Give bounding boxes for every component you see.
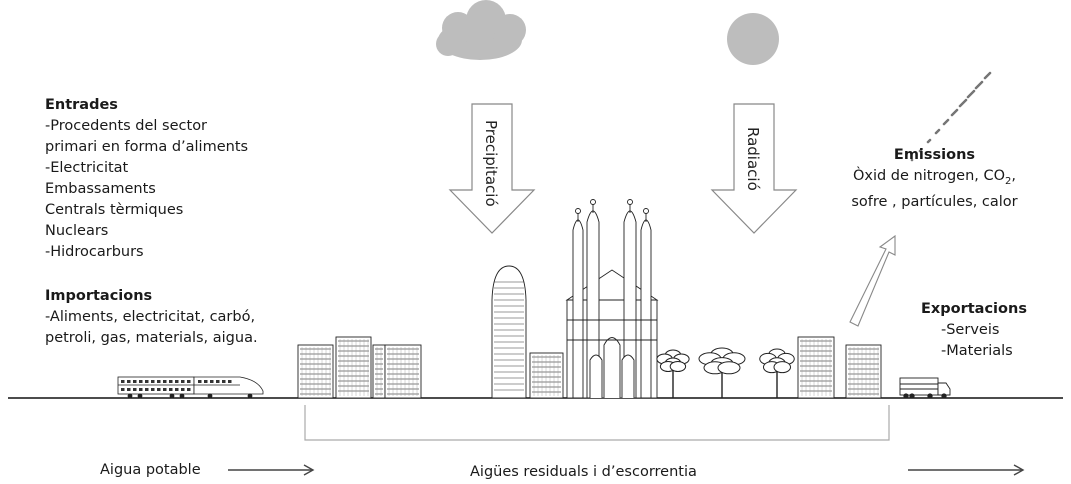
exportacions-heading: Exportacions (921, 301, 1027, 317)
emissions-block: Emissions Òxid de nitrogen, CO2, sofre ,… (842, 145, 1027, 213)
potable-water-arrow (228, 464, 315, 476)
train-window (145, 388, 149, 391)
train-window (121, 380, 125, 383)
train-window (187, 380, 191, 383)
train-window (151, 388, 155, 391)
building (529, 352, 564, 399)
train-window (210, 380, 214, 383)
tree-crown (717, 361, 741, 375)
emissions-line: Òxid de nitrogen, CO2, (842, 166, 1027, 192)
particle-dot (958, 104, 962, 108)
train-window (163, 380, 167, 383)
wastewater-arrow (908, 464, 1025, 476)
cloud-icon (436, 0, 526, 60)
train-window (222, 380, 226, 383)
truck-icon (899, 377, 951, 399)
train-window (121, 388, 125, 391)
train-window (139, 388, 143, 391)
exportacions-block: Exportacions -Serveis -Materials (921, 299, 1027, 362)
train-window (151, 380, 155, 383)
precipitation-arrow: Precipitació (448, 103, 536, 234)
emissions-subscript: 2 (1005, 175, 1012, 187)
building (384, 344, 422, 399)
entrades-line: -Procedents del sector (45, 118, 208, 134)
entrades-block: Entrades -Procedents del sector primari … (45, 95, 248, 263)
particle-dot (966, 95, 970, 99)
tree-crown (669, 361, 687, 372)
radiation-label: Radiació (744, 127, 762, 191)
particle-dot (926, 140, 930, 144)
entrades-line: primari en forma d’aliments (45, 139, 249, 155)
train-icon (117, 376, 264, 399)
sun-icon (727, 13, 779, 65)
train-window (198, 380, 202, 383)
train-window (145, 380, 149, 383)
entrades-heading: Entrades (45, 97, 118, 113)
building (797, 336, 835, 399)
train-window (204, 380, 208, 383)
emissions-text: Òxid de nitrogen, CO (852, 168, 1006, 184)
importacions-line: -Aliments, electricitat, carbó, (45, 309, 256, 325)
wastewater-label: Aigües residuals i d’escorrentia (470, 464, 697, 480)
exportacions-line: -Materials (941, 343, 1013, 359)
emissions-comma: , (1011, 168, 1017, 184)
train-window (157, 388, 161, 391)
train-window (187, 388, 191, 391)
particle-dot (942, 122, 946, 126)
tree-crown (773, 361, 791, 374)
building (372, 344, 386, 399)
building (335, 336, 372, 399)
train-window (228, 380, 232, 383)
train-window (181, 380, 185, 383)
building (297, 344, 334, 399)
emissions-arrow (849, 234, 896, 327)
train-window (169, 380, 173, 383)
train-window (127, 380, 131, 383)
train-window (216, 380, 220, 383)
small-building-icon (529, 352, 564, 399)
runoff-bracket (304, 405, 890, 441)
train-window (133, 388, 137, 391)
train-window (175, 380, 179, 383)
particle-dot (974, 86, 978, 90)
exportacions-line: -Serveis (941, 322, 1000, 338)
particle-dot (918, 149, 922, 153)
train-window (139, 380, 143, 383)
emissions-heading: Emissions (893, 147, 976, 163)
torre-agbar-icon (491, 265, 527, 399)
train-window (175, 388, 179, 391)
trees-icon (656, 347, 795, 398)
sagrada-familia-icon (565, 199, 659, 399)
particle-dot (934, 131, 938, 135)
buildings-right-icon (797, 336, 882, 399)
importacions-heading: Importacions (45, 288, 153, 304)
importacions-line: petroli, gas, materials, aigua. (45, 330, 258, 346)
buildings-left-icon (297, 336, 422, 399)
particle-dot (983, 76, 987, 80)
particle-dot (910, 158, 914, 162)
train-window (169, 388, 173, 391)
particles-icon (910, 71, 992, 162)
entrades-line: Nuclears (45, 223, 109, 239)
train-window (163, 388, 167, 391)
entrades-line: -Electricitat (45, 160, 129, 176)
train-window (127, 388, 131, 391)
building (845, 344, 882, 399)
importacions-block: Importacions -Aliments, electricitat, ca… (45, 286, 258, 349)
precipitation-label: Precipitació (482, 120, 500, 207)
radiation-arrow: Radiació (710, 103, 798, 234)
potable-water-label: Aigua potable (100, 462, 201, 478)
entrades-line: Embassaments (45, 181, 156, 197)
entrades-line: Centrals tèrmiques (45, 202, 184, 218)
emissions-line: sofre , partícules, calor (851, 193, 1018, 210)
entrades-line: -Hidrocarburs (45, 244, 144, 260)
particle-dot (950, 113, 954, 117)
train-window (133, 380, 137, 383)
train-window (157, 380, 161, 383)
train-window (181, 388, 185, 391)
